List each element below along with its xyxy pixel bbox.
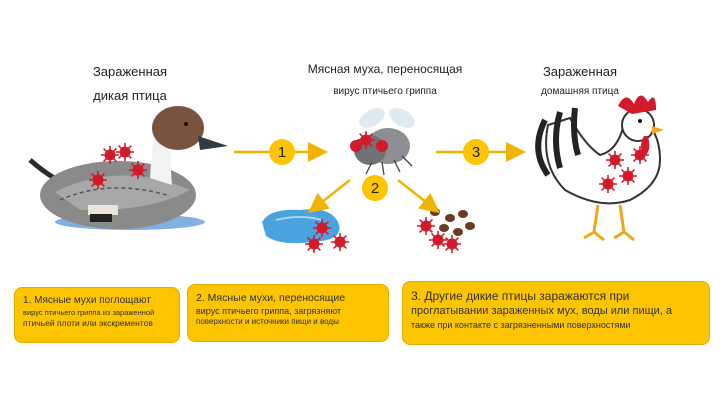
stage-1-title-line1: Зараженная	[92, 64, 168, 79]
description-box-3: 3. Другие дикие птицы заражаются при про…	[402, 281, 710, 345]
water-puddle-illustration	[262, 209, 350, 254]
box-3-line-1: 3. Другие дикие птицы заражаются при	[411, 289, 630, 303]
box-2-line-2: вирус птичьего гриппа, загрязняют	[196, 306, 342, 317]
stage-3-title: Зараженная	[542, 64, 618, 79]
duck-illustration	[28, 106, 228, 230]
box-2-line-1: 2. Мясные мухи, переносящие	[196, 292, 346, 304]
box-3-line-3: также при контакте с загрязненными повер…	[411, 320, 631, 331]
step-2-badge	[362, 175, 388, 201]
step-1-number: 1	[278, 144, 286, 161]
food-crumbs-illustration	[416, 208, 475, 254]
box-1-line-2: вирус птичьего гриппа из зараженной	[23, 307, 155, 317]
box-3-line-2: проглатывании зараженных мух, воды или п…	[411, 305, 673, 318]
stage-2-title: Мясная муха, переносящая	[307, 62, 463, 76]
description-box-1: 1. Мясные мухи поглощают вирус птичьего …	[14, 287, 180, 343]
chicken-illustration	[535, 95, 664, 242]
step-3-badge	[463, 139, 489, 165]
stage-2-subtitle: вирус птичьего гриппа	[333, 86, 437, 97]
stage-3-subtitle: домашняя птица	[541, 86, 619, 97]
stage-1-title-line2: дикая птица	[93, 88, 167, 103]
step-3-number: 3	[472, 144, 480, 161]
fly-illustration	[350, 108, 415, 176]
box-2-line-3: поверхности и источники пищи и воды	[196, 317, 339, 327]
description-box-2: 2. Мясные мухи, переносящие вирус птичье…	[187, 284, 389, 342]
step-1-badge	[269, 139, 295, 165]
step-2-number: 2	[371, 180, 379, 197]
box-1-line-3: птичьей плоти или экскрементов	[23, 317, 153, 328]
box-1-line-1: 1. Мясные мухи поглощают	[23, 295, 151, 306]
